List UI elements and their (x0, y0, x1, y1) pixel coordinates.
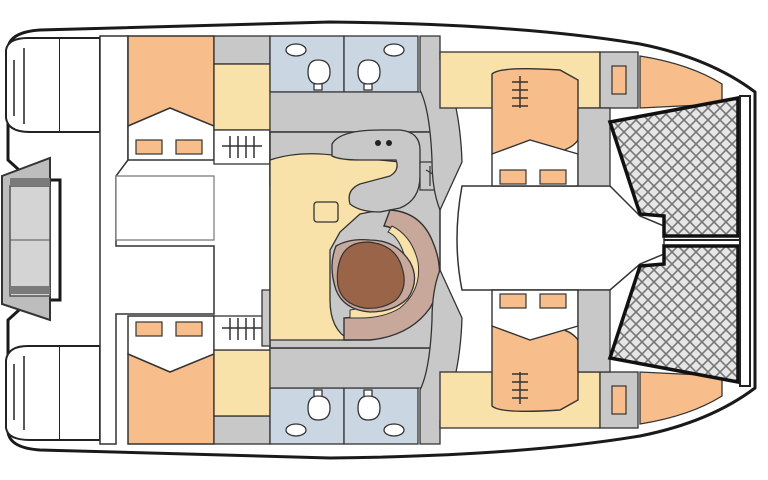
aft-hall-bottom (213, 315, 271, 445)
aft-cabin-top (127, 35, 215, 161)
galley-counter (331, 129, 421, 213)
stairs-icon (222, 136, 262, 158)
stairs-icon (512, 372, 528, 404)
sink-icon (285, 43, 307, 57)
trampoline-net-icon (607, 95, 740, 238)
toilet-icon (357, 389, 381, 421)
aft-cabin-bottom (127, 315, 215, 445)
cockpit-bench (115, 175, 215, 241)
stairs-icon (222, 318, 262, 340)
stairs-icon (512, 76, 528, 108)
forward-cabin-bottom (439, 289, 723, 429)
tender-davit (0, 156, 51, 322)
toilet-icon (307, 59, 331, 91)
head-fwd-bottom (343, 387, 419, 445)
head-aft-top (269, 35, 345, 93)
saloon-table (313, 201, 339, 223)
head-aft-bottom (269, 387, 345, 445)
trampoline-net-icon (607, 244, 740, 385)
sink-icon (383, 43, 405, 57)
stern-steps-bottom (5, 345, 101, 441)
aft-hall-top (213, 35, 271, 165)
corridor-top (269, 91, 441, 133)
bow-beam (739, 95, 751, 387)
dinette-table-top (336, 241, 405, 309)
sink-icon (383, 423, 405, 437)
head-fwd-top (343, 35, 419, 93)
stern-steps-top (5, 37, 101, 133)
toilet-icon (307, 389, 331, 421)
corridor-bottom (269, 347, 441, 389)
toilet-icon (357, 59, 381, 91)
sink-icon (285, 423, 307, 437)
stove-burners-icon (375, 140, 392, 146)
forward-cabin-top (439, 51, 723, 187)
